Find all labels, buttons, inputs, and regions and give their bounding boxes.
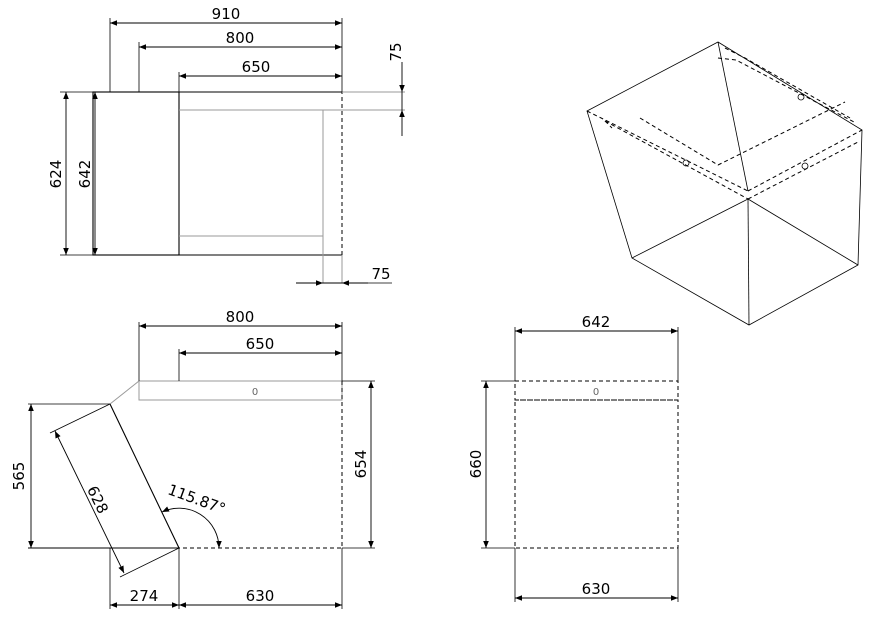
dim-label-630: 630	[582, 580, 611, 598]
iso-hidden-edge	[724, 47, 851, 119]
front-view-lip	[138, 380, 343, 401]
ext-line	[49, 403, 111, 434]
iso-hidden-edge	[604, 120, 749, 200]
isometric-view	[586, 41, 863, 326]
dim-label-274: 274	[130, 587, 159, 605]
dim-label-654: 654	[352, 450, 370, 479]
dim-label-624: 624	[47, 160, 65, 189]
top-view-inner-outline	[179, 109, 324, 237]
dim-label-800: 800	[226, 29, 255, 47]
dim-label-800: 800	[226, 308, 255, 326]
front-view-construction	[109, 380, 140, 405]
dim-label-650: 650	[242, 58, 271, 76]
top-view-overhang	[92, 91, 180, 256]
front-view-body-hidden	[179, 381, 343, 549]
dim-label-75-upper: 75	[387, 42, 405, 61]
iso-hole	[682, 159, 690, 167]
front-view-hood	[109, 403, 180, 549]
iso-edge	[631, 198, 749, 259]
dim-label-660: 660	[467, 450, 485, 479]
iso-hidden-edge	[747, 141, 859, 200]
top-view: 910 800 650 75 75 624 642	[47, 5, 405, 286]
iso-hidden-edge	[747, 129, 863, 192]
side-view: 0 642 660 630	[467, 313, 679, 602]
dim-line-628	[54, 430, 125, 574]
dim-label-910: 910	[212, 5, 241, 23]
iso-hidden-edge	[639, 101, 846, 166]
side-view-body-hidden	[514, 399, 679, 549]
iso-edge	[747, 198, 859, 266]
dim-label-650: 650	[246, 335, 275, 353]
iso-outline	[586, 41, 863, 326]
dim-label-565: 565	[10, 462, 28, 491]
dim-label-642: 642	[582, 313, 611, 331]
iso-hole	[797, 93, 805, 101]
dim-label-630: 630	[246, 587, 275, 605]
dim-label-75-lower: 75	[371, 265, 390, 283]
dim-label-642: 642	[76, 160, 94, 189]
front-hole-mark: 0	[252, 387, 258, 398]
iso-hidden-edge	[604, 120, 613, 129]
front-view: 0 800 650 565 628 115.87°	[10, 308, 375, 609]
top-view-body-hidden	[178, 91, 343, 256]
ext-line	[119, 547, 180, 578]
dim-arc-angle	[161, 506, 222, 549]
iso-hidden-edge	[717, 57, 857, 124]
iso-edge	[717, 41, 749, 192]
iso-hidden-edge	[586, 110, 749, 192]
iso-edge	[747, 198, 750, 326]
iso-hole	[801, 162, 809, 170]
dim-label-628: 628	[83, 483, 112, 517]
side-hole-mark: 0	[593, 387, 599, 398]
